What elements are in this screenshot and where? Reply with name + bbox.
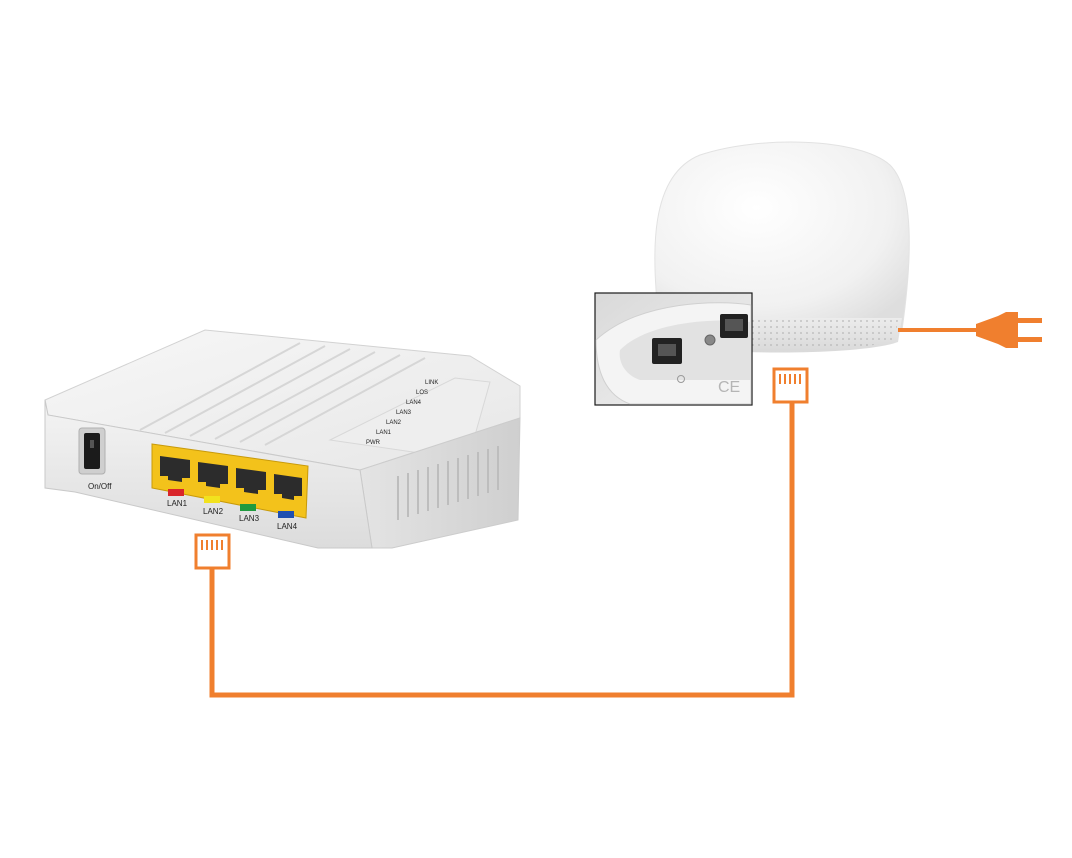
router-indicator-labels: LINK LOS LAN4 LAN3 LAN2 LAN1 PWR — [366, 380, 438, 446]
indicator-label: LINK — [425, 380, 438, 386]
rj45-connector-mesh-end-icon — [772, 367, 809, 404]
power-switch-indicator — [90, 440, 94, 448]
inset-ethernet-port-right-inner — [725, 319, 743, 331]
lan2-color-tab — [204, 496, 220, 503]
mesh-point-speaker-grille — [740, 320, 898, 350]
indicator-label: LOS — [416, 390, 428, 396]
mesh-point-body — [654, 141, 910, 331]
lan1-color-tab — [168, 489, 184, 496]
ethernet-cable-line — [209, 400, 795, 698]
lan-port-sockets — [160, 456, 302, 500]
router-top-grooves — [139, 342, 426, 446]
power-plug-prong-top — [1018, 318, 1042, 323]
inset-port-recess — [619, 320, 751, 380]
indicator-label: LAN2 — [386, 420, 402, 426]
power-plug-body — [976, 312, 1018, 348]
router-side-vents — [397, 446, 499, 520]
ont-router: LINK LOS LAN4 LAN3 LAN2 LAN1 PWR — [44, 329, 521, 549]
power-switch-label: On/Off — [88, 482, 112, 491]
lan1-label: LAN1 — [167, 499, 188, 508]
ethernet-cable — [194, 367, 809, 698]
lan3-color-tab — [240, 504, 256, 511]
lan4-color-tab — [278, 511, 294, 518]
power-plug — [898, 312, 1042, 348]
indicator-label: LAN4 — [406, 400, 422, 406]
lan2-socket — [198, 462, 228, 488]
lan-port-block — [151, 443, 309, 519]
inset-reset-mark — [677, 375, 685, 383]
indicator-label: LAN3 — [396, 410, 412, 416]
indicator-label: LAN1 — [376, 430, 392, 436]
inset-ce-mark: CE — [718, 379, 740, 396]
power-switch — [84, 433, 100, 469]
inset-power-jack — [704, 334, 716, 346]
mesh-port-closeup-inset: CE — [594, 292, 753, 406]
lan3-label: LAN3 — [239, 514, 260, 523]
rj45-connector-router-end-icon — [194, 533, 231, 570]
lan3-socket — [236, 468, 266, 494]
inset-ethernet-port-left-inner — [658, 344, 676, 356]
lan2-label: LAN2 — [203, 507, 224, 516]
indicator-label: PWR — [366, 440, 381, 446]
power-plug-prong-bottom — [1018, 337, 1042, 342]
lan4-socket — [274, 474, 302, 500]
lan4-label: LAN4 — [277, 522, 298, 531]
lan1-socket — [160, 456, 190, 482]
